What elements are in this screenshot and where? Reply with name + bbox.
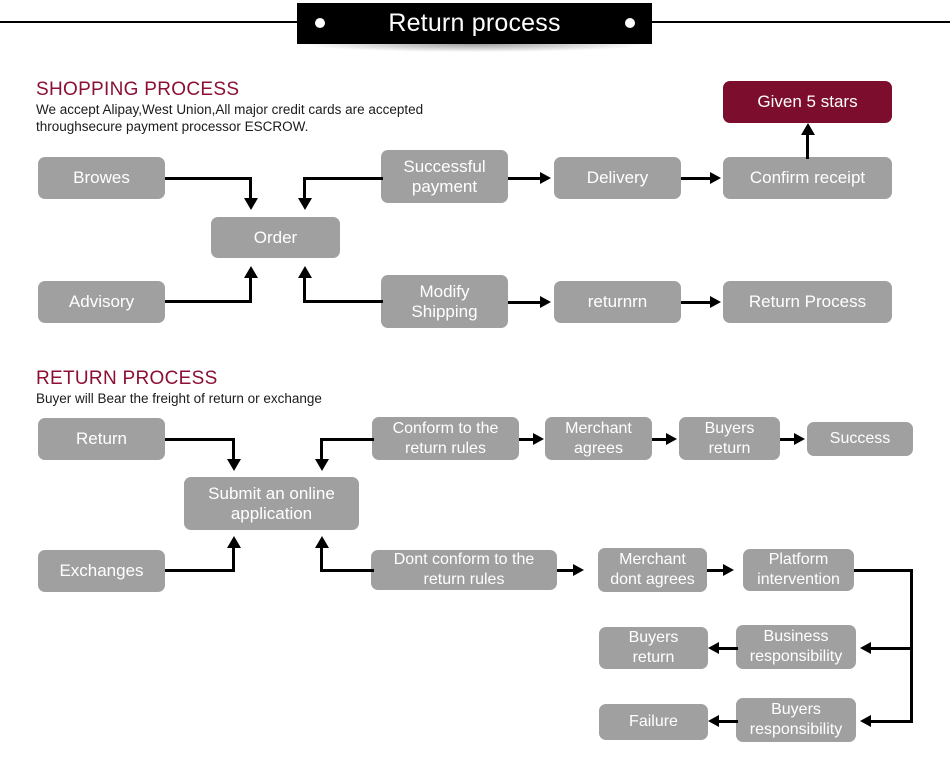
arrow-dont-conform-to-merchant-dont-agrees bbox=[573, 564, 584, 576]
connector-modify-to-order-h bbox=[303, 300, 383, 303]
connector-conform-to-submit-h bbox=[320, 438, 374, 441]
arrow-trunk-to-buyers-resp bbox=[860, 715, 871, 727]
connector-confirm-to-stars bbox=[806, 135, 809, 159]
arrow-return-to-submit bbox=[227, 459, 241, 471]
node-browes[interactable]: Browes bbox=[38, 157, 165, 199]
connector-trunk-to-business-resp bbox=[869, 647, 913, 650]
shopping-process-heading: SHOPPING PROCESS bbox=[36, 79, 240, 100]
arrow-merchant-agrees-to-buyers-return bbox=[666, 433, 677, 445]
connector-return-to-submit-h bbox=[165, 438, 235, 441]
arrow-returnrn-to-return-process bbox=[710, 296, 721, 308]
arrow-payment-to-order bbox=[298, 198, 312, 210]
node-modify-shipping[interactable]: Modify Shipping bbox=[381, 275, 508, 328]
connector-buyers-return-to-success bbox=[780, 438, 796, 441]
arrow-merchant-dont-agrees-to-platform bbox=[723, 564, 734, 576]
node-merchant-dont-agrees[interactable]: Merchant dont agrees bbox=[598, 548, 707, 592]
connector-trunk-to-buyers-resp bbox=[869, 720, 913, 723]
connector-merchant-dont-agrees-to-platform bbox=[707, 569, 725, 572]
arrow-exchanges-to-submit bbox=[227, 536, 241, 548]
connector-dont-conform-to-submit-h bbox=[320, 569, 374, 572]
node-submit-online-application[interactable]: Submit an online application bbox=[184, 477, 359, 530]
shopping-process-description: We accept Alipay,West Union,All major cr… bbox=[36, 102, 424, 134]
connector-returnrn-to-return-process bbox=[681, 301, 712, 304]
arrow-modify-to-order bbox=[298, 266, 312, 278]
connector-payment-to-delivery bbox=[508, 177, 542, 180]
connector-business-resp-to-buyers-return bbox=[716, 647, 738, 650]
connector-advisory-to-order-h bbox=[165, 300, 252, 303]
arrow-business-resp-to-buyers-return bbox=[708, 642, 719, 654]
connector-platform-to-bus-h bbox=[854, 569, 913, 572]
connector-browes-to-order-h bbox=[165, 177, 252, 180]
header-plate-shadow bbox=[305, 44, 645, 52]
node-business-responsibility[interactable]: Business responsibility bbox=[736, 625, 856, 669]
return-process-heading: RETURN PROCESS bbox=[36, 368, 218, 389]
header-plate bbox=[297, 3, 652, 44]
arrow-buyers-resp-to-failure bbox=[708, 715, 719, 727]
node-given-5-stars[interactable]: Given 5 stars bbox=[723, 81, 892, 123]
arrow-trunk-to-business-resp bbox=[860, 642, 871, 654]
node-exchanges[interactable]: Exchanges bbox=[38, 550, 165, 592]
arrow-modify-to-returnrn bbox=[540, 296, 551, 308]
connector-conform-to-merchant-agrees bbox=[519, 438, 535, 441]
node-order[interactable]: Order bbox=[211, 217, 340, 258]
node-advisory[interactable]: Advisory bbox=[38, 281, 165, 323]
connector-dont-conform-to-submit-v bbox=[320, 548, 323, 572]
arrow-payment-to-delivery bbox=[540, 172, 551, 184]
node-buyers-return-bottom[interactable]: Buyers return bbox=[599, 627, 708, 669]
bullet-dot-right-icon bbox=[625, 18, 635, 28]
node-merchant-agrees[interactable]: Merchant agrees bbox=[545, 417, 652, 460]
arrow-delivery-to-confirm bbox=[710, 172, 721, 184]
connector-exchanges-to-submit-h bbox=[165, 569, 235, 572]
return-process-description: Buyer will Bear the freight of return or… bbox=[36, 391, 322, 406]
arrow-conform-to-submit bbox=[315, 459, 329, 471]
node-conform-to-return-rules[interactable]: Conform to the return rules bbox=[372, 417, 519, 460]
connector-delivery-to-confirm bbox=[681, 177, 712, 180]
node-returnrn[interactable]: returnrn bbox=[554, 281, 681, 323]
connector-payment-to-order-v bbox=[303, 177, 306, 200]
node-return[interactable]: Return bbox=[38, 418, 165, 460]
node-platform-intervention[interactable]: Platform intervention bbox=[743, 549, 854, 591]
connector-platform-trunk-v bbox=[910, 569, 913, 722]
node-failure[interactable]: Failure bbox=[599, 704, 708, 740]
node-buyers-return-top[interactable]: Buyers return bbox=[679, 417, 780, 460]
arrow-confirm-to-stars bbox=[801, 123, 815, 135]
connector-merchant-agrees-to-buyers-return bbox=[652, 438, 668, 441]
page-title: Return process bbox=[388, 9, 561, 37]
connector-exchanges-to-submit-v bbox=[232, 548, 235, 572]
node-delivery[interactable]: Delivery bbox=[554, 157, 681, 199]
connector-payment-to-order-h bbox=[303, 177, 383, 180]
node-success[interactable]: Success bbox=[807, 422, 913, 456]
node-dont-conform-to-return-rules[interactable]: Dont conform to the return rules bbox=[371, 550, 557, 590]
connector-advisory-to-order-v bbox=[249, 278, 252, 303]
connector-dont-conform-to-merchant-dont-agrees bbox=[557, 569, 575, 572]
arrow-dont-conform-to-submit bbox=[315, 536, 329, 548]
bullet-dot-left-icon bbox=[315, 18, 325, 28]
connector-browes-to-order-v bbox=[249, 177, 252, 200]
connector-modify-to-returnrn bbox=[508, 301, 542, 304]
arrow-browes-to-order bbox=[244, 198, 258, 210]
arrow-buyers-return-to-success bbox=[794, 433, 805, 445]
node-confirm-receipt[interactable]: Confirm receipt bbox=[723, 157, 892, 199]
connector-modify-to-order-v bbox=[303, 278, 306, 303]
arrow-conform-to-merchant-agrees bbox=[533, 433, 544, 445]
connector-return-to-submit-v bbox=[232, 438, 235, 461]
arrow-advisory-to-order bbox=[244, 266, 258, 278]
connector-buyers-resp-to-failure bbox=[716, 720, 738, 723]
connector-conform-to-submit-v bbox=[320, 438, 323, 461]
node-buyers-responsibility[interactable]: Buyers responsibility bbox=[736, 698, 856, 742]
node-successful-payment[interactable]: Successful payment bbox=[381, 150, 508, 203]
node-return-process[interactable]: Return Process bbox=[723, 281, 892, 323]
